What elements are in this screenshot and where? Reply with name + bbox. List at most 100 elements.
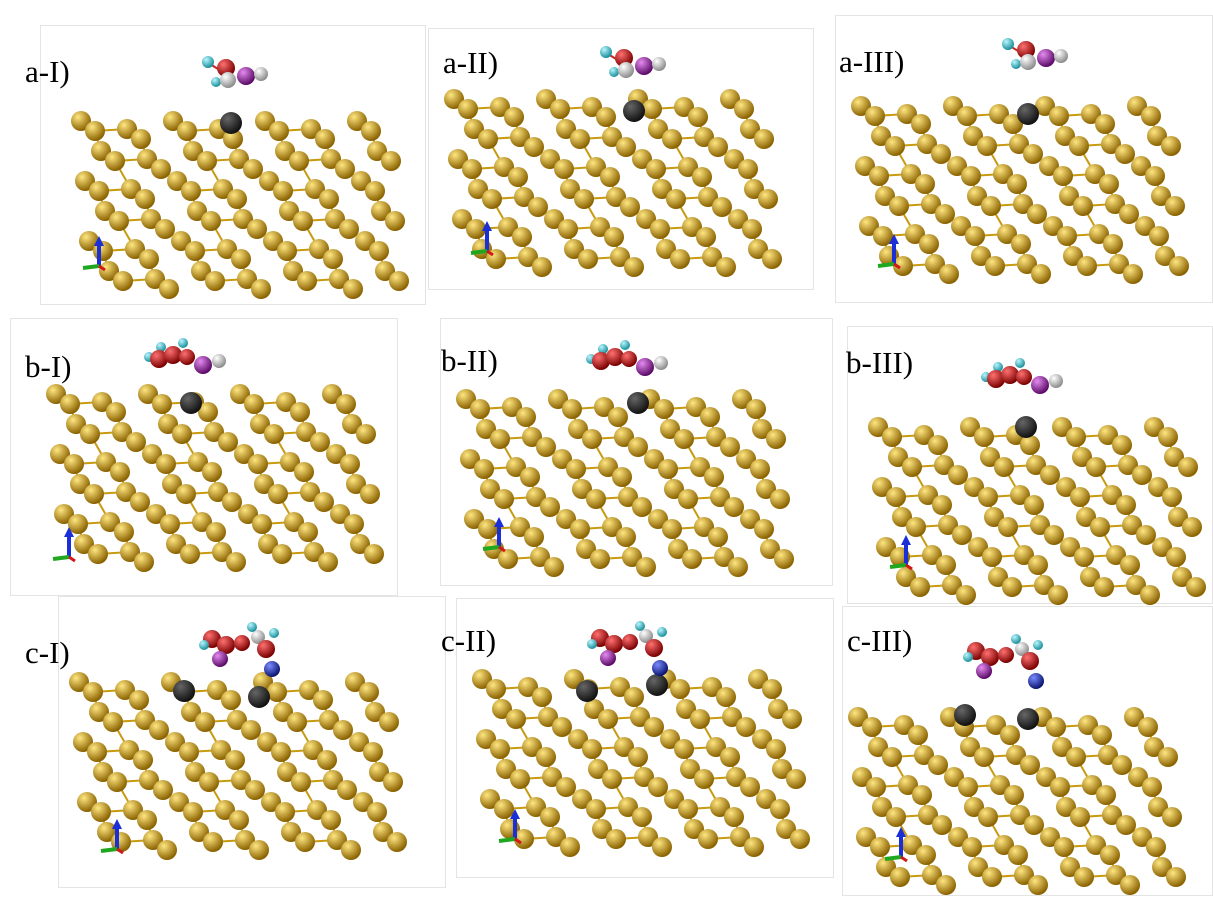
- gold-atom: [68, 514, 88, 534]
- hydrogen-atom: [211, 77, 221, 87]
- gold-atom: [632, 149, 652, 169]
- gold-atom: [1014, 865, 1034, 885]
- gold-atom: [71, 111, 91, 131]
- gold-atom: [562, 399, 582, 419]
- gold-atom: [1034, 575, 1054, 595]
- gold-atom: [1070, 807, 1090, 827]
- gold-atom: [680, 759, 700, 779]
- gold-atom: [1162, 487, 1182, 507]
- gold-atom: [1169, 256, 1189, 276]
- gold-atom: [876, 857, 896, 877]
- gold-atom: [234, 444, 254, 464]
- gold-atom: [46, 384, 66, 404]
- gold-atom: [1165, 196, 1185, 216]
- gold-atom: [185, 241, 205, 261]
- dopant-atom: [623, 100, 645, 122]
- gold-atom: [478, 519, 498, 539]
- gold-atom: [984, 507, 1004, 527]
- gold-atom: [1096, 785, 1116, 805]
- gold-atom: [230, 384, 250, 404]
- gold-atom: [540, 149, 560, 169]
- carbon-atom: [1020, 54, 1036, 70]
- gold-atom: [191, 261, 211, 281]
- carbon-atom: [1015, 642, 1029, 656]
- gold-atom: [726, 767, 746, 787]
- gold-atom: [1155, 246, 1175, 266]
- gold-atom: [886, 487, 906, 507]
- gold-atom: [774, 549, 794, 569]
- gold-atom: [89, 702, 109, 722]
- gold-atom: [748, 669, 768, 689]
- gold-atom: [1073, 196, 1093, 216]
- panel-label: b-I): [25, 349, 72, 384]
- gold-atom: [548, 389, 568, 409]
- gold-atom: [710, 797, 730, 817]
- gold-atom: [365, 181, 385, 201]
- gold-atom: [452, 209, 472, 229]
- carbon-atom: [220, 72, 236, 88]
- gold-atom: [644, 449, 664, 469]
- gold-atom: [387, 832, 407, 852]
- gold-atom: [1076, 507, 1096, 527]
- gold-atom: [364, 544, 384, 564]
- gold-atom: [243, 159, 263, 179]
- gold-atom: [1152, 857, 1172, 877]
- carbon-atom: [1049, 374, 1063, 388]
- gold-atom: [468, 179, 488, 199]
- gold-atom: [1010, 485, 1030, 505]
- gold-atom: [660, 729, 680, 749]
- gold-atom: [532, 257, 552, 277]
- gold-atom: [1054, 837, 1074, 857]
- gold-atom: [131, 129, 151, 149]
- gold-atom: [156, 454, 176, 474]
- panel-label: c-I): [25, 635, 70, 670]
- gold-atom: [375, 261, 395, 281]
- gold-atom: [255, 111, 275, 131]
- gold-atom: [532, 687, 552, 707]
- gold-atom: [360, 484, 380, 504]
- hydrogen-atom: [269, 628, 279, 638]
- gold-atom: [268, 484, 288, 504]
- gold-atom: [369, 762, 389, 782]
- nitrogen-atom: [264, 661, 280, 677]
- carbon-atom: [1054, 49, 1068, 63]
- gold-atom: [275, 141, 295, 161]
- gold-atom: [135, 710, 155, 730]
- gold-atom: [770, 489, 790, 509]
- gold-atom: [624, 257, 644, 277]
- gold-atom: [476, 419, 496, 439]
- gold-atom: [296, 422, 316, 442]
- gold-atom: [185, 762, 205, 782]
- adsorbate-molecule: [963, 634, 1044, 689]
- gold-atom: [666, 189, 686, 209]
- gold-atom: [578, 249, 598, 269]
- gold-atom: [319, 189, 339, 209]
- gold-atom: [869, 166, 889, 186]
- gold-atom: [530, 547, 550, 567]
- carbon-atom: [251, 630, 265, 644]
- gold-atom: [1055, 126, 1075, 146]
- gold-atom: [524, 137, 544, 157]
- gold-atom: [526, 487, 546, 507]
- nitrogen-atom: [652, 660, 668, 676]
- gold-atom: [346, 474, 366, 494]
- gold-atom: [275, 802, 295, 822]
- iodine-atom: [237, 67, 255, 85]
- gold-atom: [882, 427, 902, 447]
- gold-atom: [319, 710, 339, 730]
- gold-atom: [855, 156, 875, 176]
- iodine-atom: [600, 650, 616, 666]
- gold-atom: [263, 231, 283, 251]
- gold-atom: [272, 544, 292, 564]
- gold-atom: [536, 89, 556, 109]
- gold-atom: [682, 217, 702, 237]
- gold-atom: [116, 482, 136, 502]
- gold-atom: [347, 111, 367, 131]
- gold-atom: [848, 707, 868, 727]
- gold-atom: [868, 417, 888, 437]
- gold-atom: [590, 217, 610, 237]
- gold-atom: [893, 256, 913, 276]
- axes-indicator-icon: [498, 809, 522, 845]
- gold-atom: [259, 171, 279, 191]
- dopant-atom: [173, 680, 195, 702]
